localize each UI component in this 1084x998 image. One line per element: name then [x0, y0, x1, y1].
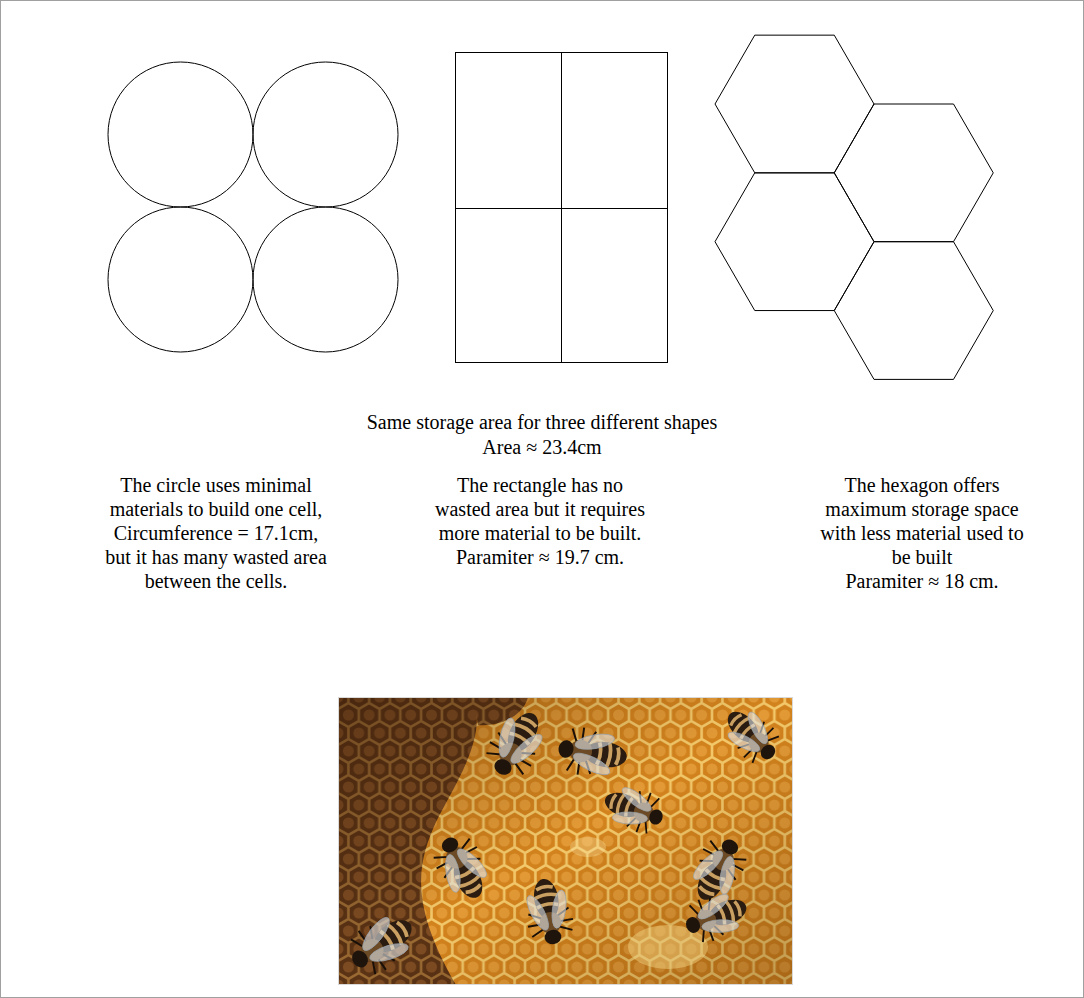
shape-description: The rectangle has no wasted area but it … — [431, 473, 649, 545]
photo-frame — [339, 698, 793, 985]
text-column: The circle uses minimal materials to bui… — [56, 473, 376, 593]
figure-caption: Same storage area for three different sh… — [242, 410, 842, 434]
hexagon-cells — [715, 35, 993, 379]
dimension: Paramiter ≈ 19.7 cm. — [431, 545, 649, 569]
dimension: Circumference = 17.1cm, — [91, 521, 341, 545]
honeycomb-photo — [338, 697, 793, 985]
dimension: Paramiter ≈ 18 cm. — [815, 569, 1030, 593]
shape-description: The hexagon offers maximum storage space… — [815, 473, 1030, 569]
text-column: The hexagon offers maximum storage space… — [772, 473, 1072, 593]
rectangle-cells — [456, 53, 668, 363]
area-note: Area ≈ 23.4cm — [242, 435, 842, 459]
shape-description: The circle uses minimal materials to bui… — [96, 473, 336, 521]
shape-description: but it has many wasted area between the … — [91, 545, 341, 593]
text-column: The rectangle has no wasted area but it … — [380, 473, 700, 569]
circle-cells — [108, 62, 398, 352]
